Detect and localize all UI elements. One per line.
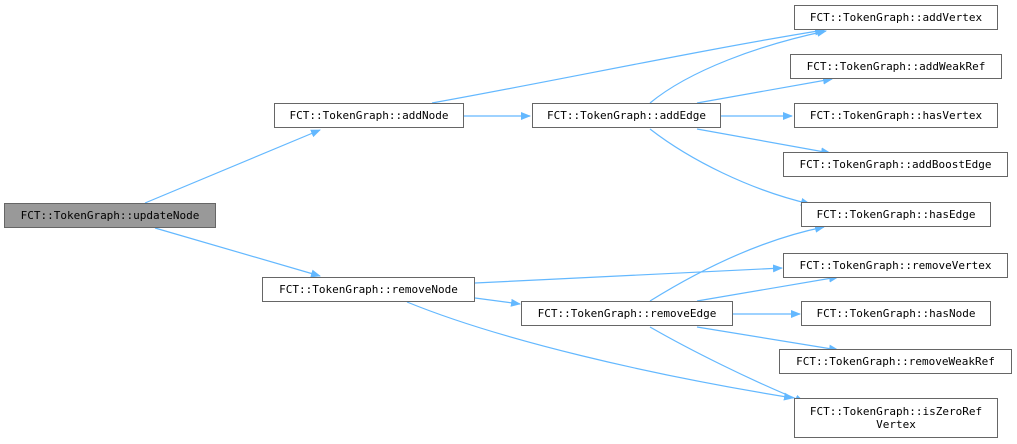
edge-removeNode-isZeroRefVertex — [406, 301, 794, 401]
edge-addEdge-addBoostEdge — [696, 128, 831, 156]
node-hasNode[interactable]: FCT::TokenGraph::hasNode — [801, 301, 991, 326]
edge-removeNode-removeEdge — [474, 297, 521, 307]
node-removeWeakRef[interactable]: FCT::TokenGraph::removeWeakRef — [779, 349, 1012, 374]
node-updateNode: FCT::TokenGraph::updateNode — [4, 203, 216, 228]
edge-removeNode-removeVertex — [474, 264, 783, 284]
node-isZeroRefVertex[interactable]: FCT::TokenGraph::isZeroRef Vertex — [794, 398, 998, 438]
node-addNode[interactable]: FCT::TokenGraph::addNode — [274, 103, 464, 128]
node-addBoostEdge[interactable]: FCT::TokenGraph::addBoostEdge — [783, 152, 1008, 177]
edge-updateNode-addNode — [144, 129, 321, 204]
node-hasEdge[interactable]: FCT::TokenGraph::hasEdge — [801, 202, 991, 227]
edge-removeEdge-removeVertex — [696, 274, 839, 302]
edge-addEdge-addVertex — [649, 28, 827, 104]
node-addEdge[interactable]: FCT::TokenGraph::addEdge — [532, 103, 721, 128]
edge-addNode-addVertex — [431, 27, 825, 104]
node-removeEdge[interactable]: FCT::TokenGraph::removeEdge — [521, 301, 733, 326]
edge-addEdge-hasEdge — [649, 128, 811, 206]
node-removeVertex[interactable]: FCT::TokenGraph::removeVertex — [783, 253, 1008, 278]
edge-removeEdge-hasEdge — [649, 224, 825, 302]
edge-addEdge-addWeakRef — [696, 76, 833, 104]
node-removeNode[interactable]: FCT::TokenGraph::removeNode — [262, 277, 475, 302]
edge-removeEdge-removeWeakRef — [696, 326, 839, 353]
edge-removeEdge-isZeroRefVertex — [649, 326, 805, 403]
node-addWeakRef[interactable]: FCT::TokenGraph::addWeakRef — [790, 54, 1002, 79]
edge-updateNode-removeNode — [154, 227, 321, 278]
node-hasVertex[interactable]: FCT::TokenGraph::hasVertex — [794, 103, 998, 128]
node-addVertex[interactable]: FCT::TokenGraph::addVertex — [794, 5, 998, 30]
